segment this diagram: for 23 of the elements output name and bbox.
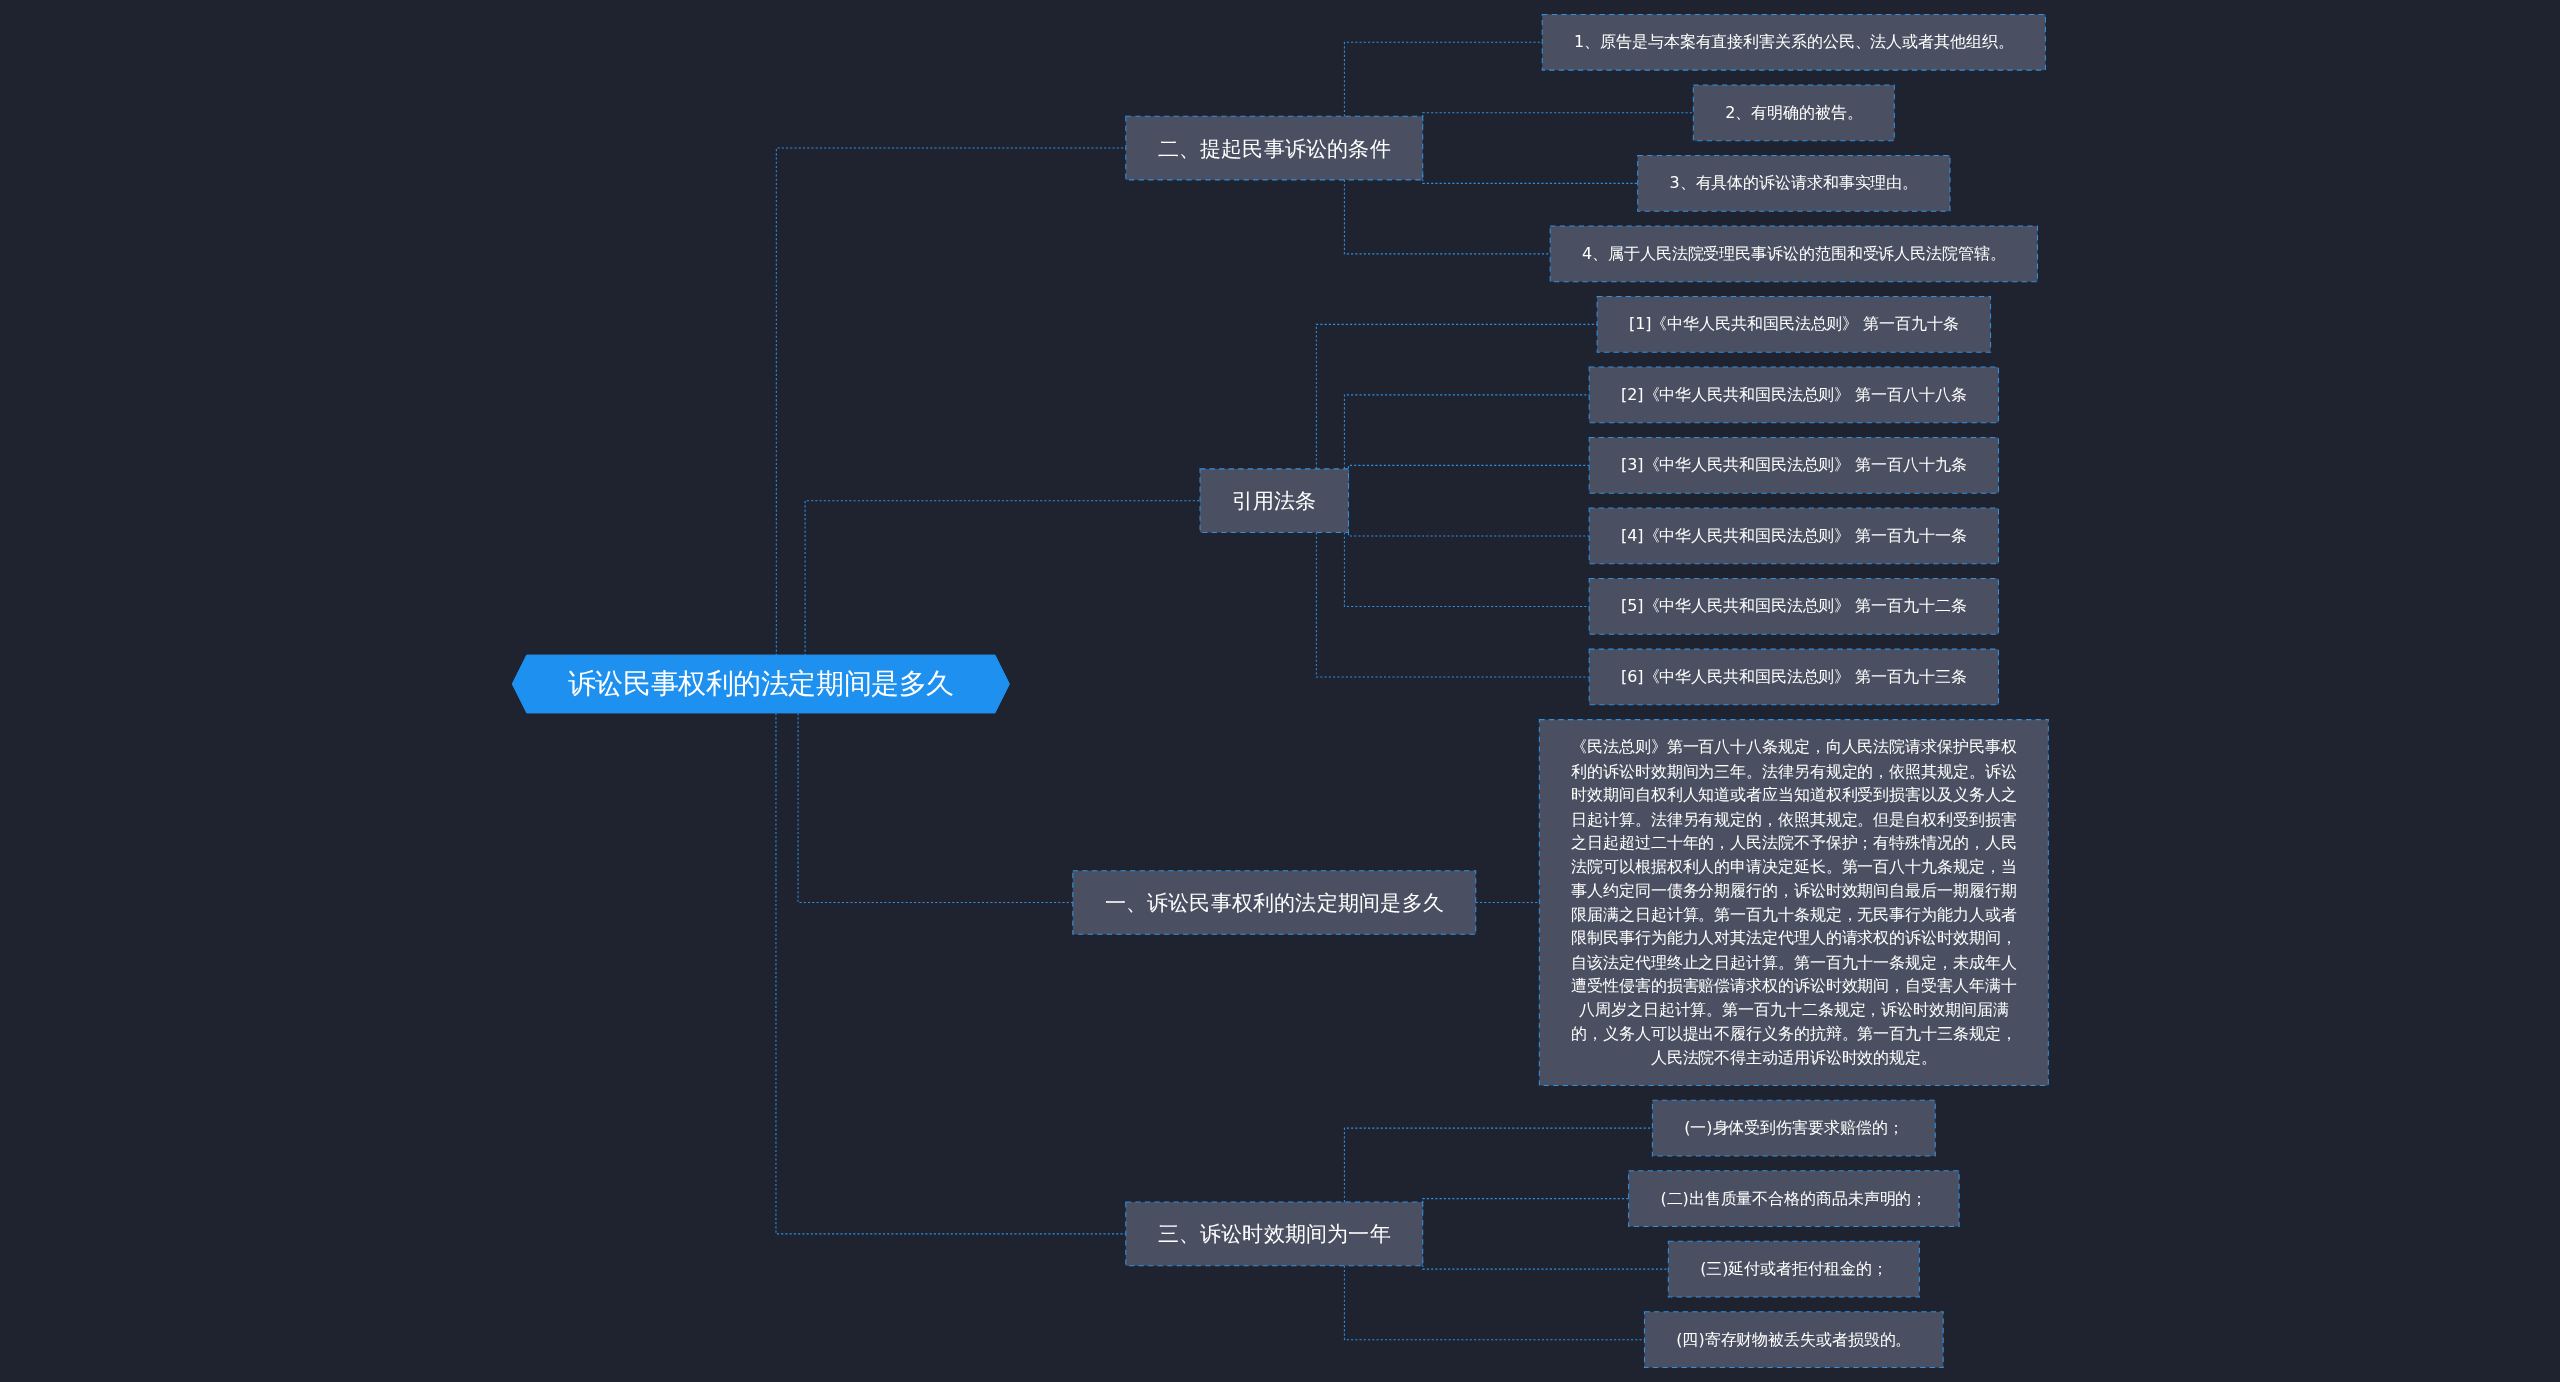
node-box: (四)寄存财物被丢失或者损毁的。: [1643, 1311, 1944, 1369]
connector: [1343, 1265, 1645, 1341]
node-box: 一、诉讼民事权利的法定期间是多久: [1071, 870, 1476, 935]
node-box: 2、有明确的被告。: [1692, 84, 1895, 142]
node-box: 引用法条: [1199, 468, 1349, 533]
node-box: 二、提起民事诉讼的条件: [1124, 115, 1423, 181]
node-box: [1]《中华人民共和国民法总则》 第一百九十条: [1596, 296, 1991, 353]
node-box: [2]《中华人民共和国民法总则》 第一百八十八条: [1588, 366, 1999, 424]
node-box: (二)出售质量不合格的商品未声明的；: [1627, 1170, 1960, 1227]
node-box: (三)延付或者拒付租金的；: [1667, 1240, 1920, 1298]
connector: [1343, 1127, 1653, 1203]
node-box: [4]《中华人民共和国民法总则》 第一百九十一条: [1588, 507, 1999, 565]
node-box: (一)身体受到伤害要求赔偿的；: [1651, 1099, 1936, 1157]
node-box: [5]《中华人民共和国民法总则》 第一百九十二条: [1588, 578, 1999, 635]
connector: [775, 712, 1126, 1235]
node-box: 3、有具体的诉讼请求和事实理由。: [1636, 155, 1951, 212]
node-box: [6]《中华人民共和国民法总则》 第一百九十三条: [1588, 648, 1999, 706]
node-box: 1、原告是与本案有直接利害关系的公民、法人或者其他组织。: [1541, 13, 2046, 71]
node-box: 《民法总则》第一百八十八条规定，向人民法院请求保护民事权利的诉讼时效期间为三年。法律另有规定的，依照其规定。诉讼时效期间自权利人知道或者应当知道权利受到损害以及义务人之日起计算。法律另有规定的，依照其规定。但是自权利受到损害之日起超过二十年的，人民法院不予保护；有特殊情况的，人民法院可以根据权利人的申请决定延长。第一百八十九条规定，当事人约定同一债务分期履行的，诉讼时效期间自最后一期履行期限届满之日起计算。第一百九十条规定，无民事行为能力人或者限制民事行为能力人对其法定代理人的请求权的诉讼时效期间，自该法定代理终止之日起计算。第一百九十一条规定，未成年人遭受性侵害的损害赔偿请求权的诉讼时效期间，自受害人年满十八周岁之日起计算。第一百九十二条规定，诉讼时效期间届满的，义务人可以提出不履行义务的抗辩。第一百九十三条规定，人民法院不得主动适用诉讼时效的规定。: [1538, 719, 2049, 1086]
node-box: [3]《中华人民共和国民法总则》 第一百八十九条: [1588, 437, 1999, 494]
connector: [775, 147, 1126, 657]
node-box: 4、属于人民法院受理民事诉讼的范围和受诉人民法院管辖。: [1549, 225, 2038, 283]
node-box: 三、诉讼时效期间为一年: [1124, 1201, 1423, 1267]
